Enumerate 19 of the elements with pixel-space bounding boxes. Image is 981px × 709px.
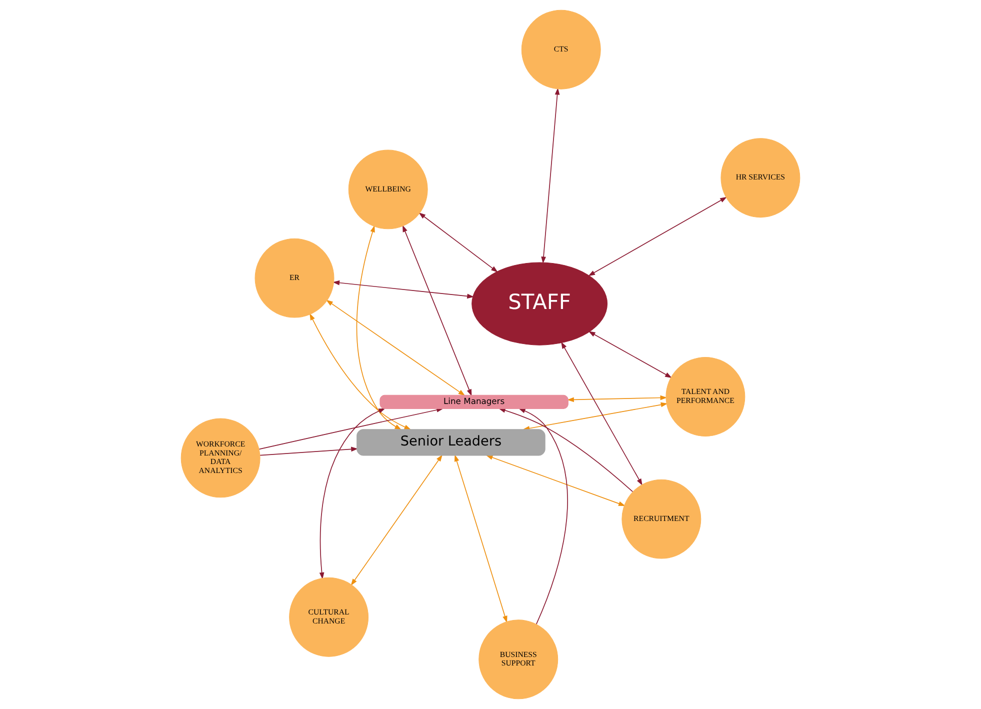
arrow — [567, 395, 668, 402]
node-box: Line Managers — [380, 394, 568, 409]
node-circle: WORKFORCE PLANNING/ DATA ANALYTICS — [180, 418, 260, 498]
arrow — [402, 225, 472, 396]
arrow — [332, 280, 474, 299]
arrow — [350, 454, 442, 586]
node-ellipse: STAFF — [472, 262, 608, 346]
node-circle: CTS — [521, 10, 601, 90]
node-circle: BUSINESS SUPPORT — [478, 620, 558, 700]
arrow — [326, 300, 466, 396]
arrow — [356, 225, 402, 430]
arrow — [319, 408, 386, 580]
arrow — [260, 446, 358, 456]
arrow — [541, 88, 560, 264]
node-box: Senior Leaders — [356, 429, 546, 456]
arrow — [418, 212, 498, 272]
arrow — [588, 196, 728, 276]
arrow — [588, 331, 672, 378]
arrow — [561, 342, 642, 486]
